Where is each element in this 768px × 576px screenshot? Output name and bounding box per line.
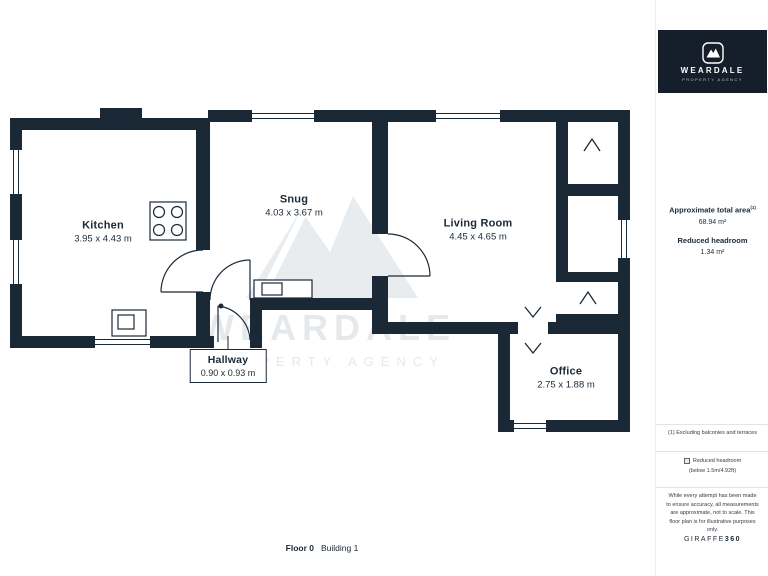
reduced-headroom-label: Reduced headroom <box>677 235 748 245</box>
room-label-hallway: Hallway 0.90 x 0.93 m <box>189 349 267 383</box>
room-label-office: Office 2.75 x 1.88 m <box>537 366 595 391</box>
door-hinge-dot <box>218 303 224 309</box>
legend-label: Reduced headroom <box>692 458 742 464</box>
giraffe-brand-b: 360 <box>724 536 742 543</box>
divider <box>656 487 768 488</box>
agency-logo-name: WEARDALE <box>680 65 745 75</box>
room-name: Hallway <box>207 354 249 366</box>
office-doorway <box>518 322 548 334</box>
up-arrow-icon <box>579 290 597 305</box>
watermark-logo: WEARDALE PROPERTY AGENCY <box>200 196 450 369</box>
room-dims: 2.75 x 1.88 m <box>537 379 595 391</box>
windows <box>10 110 630 432</box>
total-area-label: Approximate total area(1) <box>656 205 768 215</box>
building-number: Building 1 <box>321 543 359 553</box>
floor-caption: Floor 0 Building 1 <box>286 543 359 553</box>
walls <box>10 108 630 432</box>
area-summary: Approximate total area(1) 68.94 m² Reduc… <box>656 205 768 256</box>
divider <box>656 451 768 452</box>
up-arrow-icon <box>583 137 601 152</box>
room-label-snug: Snug 4.03 x 3.67 m <box>265 194 323 219</box>
direction-arrows <box>524 137 601 355</box>
floor-number: Floor 0 <box>285 543 314 553</box>
giraffe-brand-a: GIRAFFE <box>683 536 725 543</box>
doors <box>160 233 548 342</box>
room-dims: 4.45 x 4.65 m <box>449 231 507 243</box>
agency-logo-sub: PROPERTY AGENCY <box>682 76 743 82</box>
kitchen-unit-icon <box>111 309 147 337</box>
counter-icon <box>253 279 313 299</box>
down-arrow-icon <box>524 306 542 319</box>
room-dims: 3.95 x 4.43 m <box>74 233 132 245</box>
room-dims: 0.90 x 0.93 m <box>200 368 256 378</box>
hob-icon <box>149 201 187 241</box>
room-dims: 4.03 x 3.67 m <box>265 207 323 219</box>
room-name: Living Room <box>443 217 513 230</box>
floorplan-area: WEARDALE PROPERTY AGENCY <box>10 108 630 553</box>
info-sidebar: WEARDALE PROPERTY AGENCY Approximate tot… <box>655 0 768 576</box>
room-label-kitchen: Kitchen 3.95 x 4.43 m <box>74 220 132 245</box>
total-area-value: 68.94 m² <box>698 218 727 226</box>
room-name: Kitchen <box>82 219 124 232</box>
divider <box>656 424 768 425</box>
sink-icon <box>261 282 283 296</box>
fixtures <box>111 201 313 337</box>
down-arrow-icon <box>524 342 542 355</box>
footnote-balconies: (1) Excluding balconies and terraces <box>668 430 757 436</box>
agency-logo: WEARDALE PROPERTY AGENCY <box>658 30 767 93</box>
giraffe360-brand: GIRAFFE360 <box>656 536 768 543</box>
reduced-headroom-legend: Reduced headroom <box>656 458 768 464</box>
room-name: Office <box>549 365 583 378</box>
total-area-footnote-marker: (1) <box>750 205 756 210</box>
mountain-logo-icon <box>701 41 724 64</box>
reduced-headroom-value: 1.34 m² <box>700 248 725 256</box>
legend-sub: (below 1.5m/4.92ft) <box>688 468 737 474</box>
total-area-label-text: Approximate total area <box>669 205 751 215</box>
room-name: Snug <box>279 193 309 206</box>
room-label-living-room: Living Room 4.45 x 4.65 m <box>444 218 513 243</box>
floorplan-drawing: WEARDALE PROPERTY AGENCY <box>10 108 630 432</box>
reduced-headroom-swatch-icon <box>683 458 690 464</box>
disclaimer-text: While every attempt has been made to ens… <box>666 493 759 534</box>
watermark-sub: PROPERTY AGENCY <box>211 354 445 369</box>
